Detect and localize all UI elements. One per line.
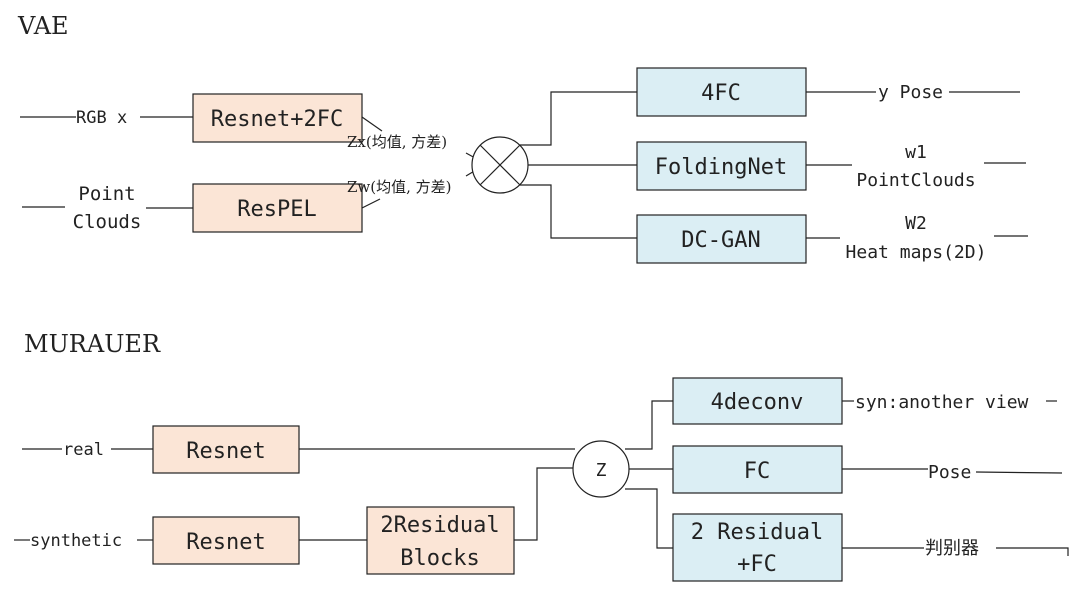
resnet2fc-label: Resnet+2FC xyxy=(211,107,343,132)
vae-title: VAE xyxy=(17,12,69,40)
real-input-label: real xyxy=(63,440,104,460)
deconv-label: 4deconv xyxy=(711,390,804,415)
synthetic-input-label: synthetic xyxy=(30,531,122,551)
residual-blocks-box xyxy=(366,506,515,575)
resnet-syn-box xyxy=(152,516,300,565)
zx-connector-a xyxy=(361,116,383,132)
respel-box xyxy=(192,183,363,233)
foldingnet-box xyxy=(636,141,807,191)
resnet-real-label: Resnet xyxy=(186,439,265,464)
rgb-input-label: RGB x xyxy=(76,108,127,128)
respel-label: ResPEL xyxy=(237,197,316,222)
deconv-box xyxy=(672,377,843,425)
fc4-label: 4FC xyxy=(701,81,741,106)
w2-label: W2 xyxy=(905,213,927,234)
resnet-real-box xyxy=(152,425,300,474)
w1-label: w1 xyxy=(905,142,927,163)
branch-to-residual-fc xyxy=(625,488,673,549)
dcgan-label: DC-GAN xyxy=(681,228,760,253)
branch-to-4fc xyxy=(520,91,637,146)
pose-output-line-b-m xyxy=(975,471,1063,474)
disc-output-line-b xyxy=(996,547,1069,556)
syn-output-label: syn:another view xyxy=(855,392,1029,413)
foldingnet-label: FoldingNet xyxy=(655,155,787,180)
resnet-syn-label: Resnet xyxy=(186,530,265,555)
fc-box xyxy=(672,445,843,494)
combine-node-cross-b xyxy=(479,144,521,186)
dcgan-box xyxy=(636,214,807,264)
residual-blocks-label-1: 2Residual xyxy=(380,513,499,538)
pointclouds-output-label: PointClouds xyxy=(856,170,975,191)
pose-output-label: y Pose xyxy=(878,82,943,103)
disc-output-label: 判别器 xyxy=(925,538,979,559)
z-node-label: Z xyxy=(596,460,607,481)
point-input-label-1: Point xyxy=(78,183,135,205)
zx-label: Zx(均值, 方差) xyxy=(347,133,447,151)
residual-fc-box xyxy=(672,513,843,582)
point-input-label-2: Clouds xyxy=(73,211,142,233)
branch-to-dcgan xyxy=(520,184,637,239)
branch-to-deconv xyxy=(625,400,673,450)
heatmaps-output-label: Heat maps(2D) xyxy=(846,242,987,263)
residual-blocks-label-2: Blocks xyxy=(400,546,479,571)
residual-fc-label-2: +FC xyxy=(737,552,777,577)
residual-to-z-line xyxy=(514,467,575,541)
murauer-pose-label: Pose xyxy=(928,462,971,483)
zw-label: Zw(均值, 方差) xyxy=(347,178,452,196)
murauer-title: MURAUER xyxy=(24,330,161,358)
zw-connector-a xyxy=(361,198,381,209)
resnet2fc-box xyxy=(192,93,363,143)
residual-fc-label-1: 2 Residual xyxy=(691,520,823,545)
fc-label: FC xyxy=(744,459,771,484)
